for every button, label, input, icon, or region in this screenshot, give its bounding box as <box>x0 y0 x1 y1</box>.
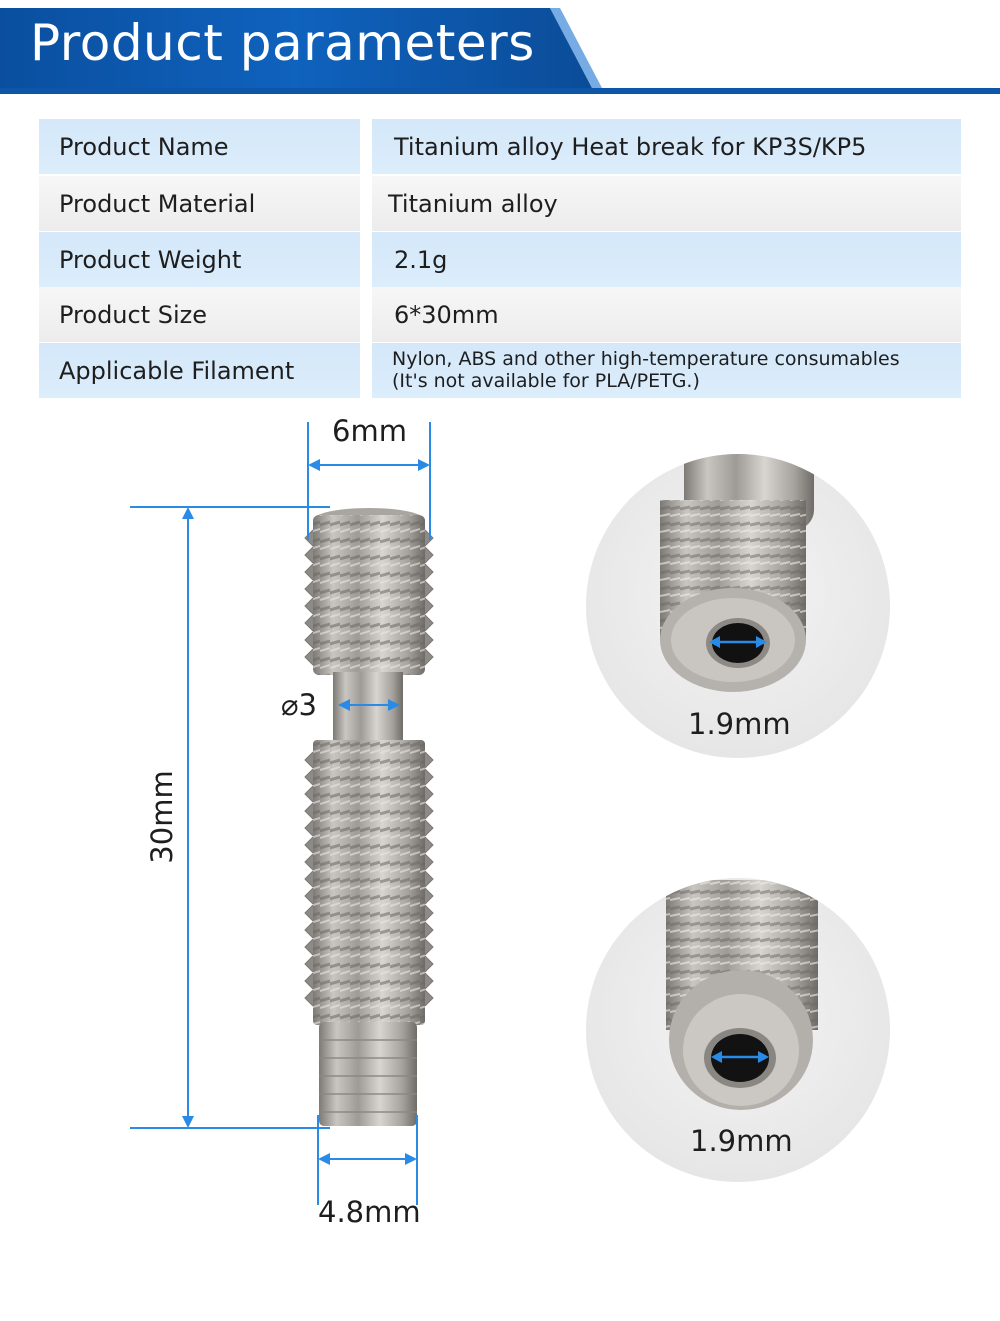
param-value: Titanium alloy <box>372 176 961 231</box>
dimension-length: 30mm <box>145 770 179 864</box>
param-row-material: Product Material Titanium alloy <box>39 176 961 231</box>
dimension-inner-diameter: ⌀3 <box>281 688 317 722</box>
dimension-width-top: 6mm <box>332 414 407 448</box>
param-value-line: Nylon, ABS and other high-temperature co… <box>392 348 900 370</box>
param-row-size: Product Size 6*30mm <box>39 287 961 342</box>
param-value: 6*30mm <box>372 287 961 342</box>
param-label: Product Name <box>39 119 360 174</box>
param-row-weight: Product Weight 2.1g <box>39 232 961 287</box>
param-label: Product Weight <box>39 232 360 287</box>
param-label: Product Size <box>39 287 360 342</box>
param-value: 2.1g <box>372 232 961 287</box>
heat-break-part <box>304 508 434 1126</box>
param-value-line: (It's not available for PLA/PETG.) <box>392 370 700 392</box>
dimension-bore-top: 1.9mm <box>688 707 791 741</box>
param-value: Titanium alloy Heat break for KP3S/KP5 <box>372 119 961 174</box>
page-title: Product parameters <box>30 14 535 72</box>
param-label: Applicable Filament <box>39 343 360 398</box>
bottom-bore-detail <box>586 878 890 1182</box>
param-row-name: Product Name Titanium alloy Heat break f… <box>39 119 961 174</box>
top-bore-detail <box>586 454 890 758</box>
param-label: Product Material <box>39 176 360 231</box>
dimension-lines <box>130 422 431 1205</box>
param-value: Nylon, ABS and other high-temperature co… <box>372 343 961 398</box>
dimension-bore-bottom: 1.9mm <box>690 1124 793 1158</box>
param-row-filament: Applicable Filament Nylon, ABS and other… <box>39 343 961 398</box>
dimension-width-bottom: 4.8mm <box>318 1195 421 1229</box>
heat-break-diagram <box>130 422 890 1205</box>
header-banner <box>0 8 1000 94</box>
